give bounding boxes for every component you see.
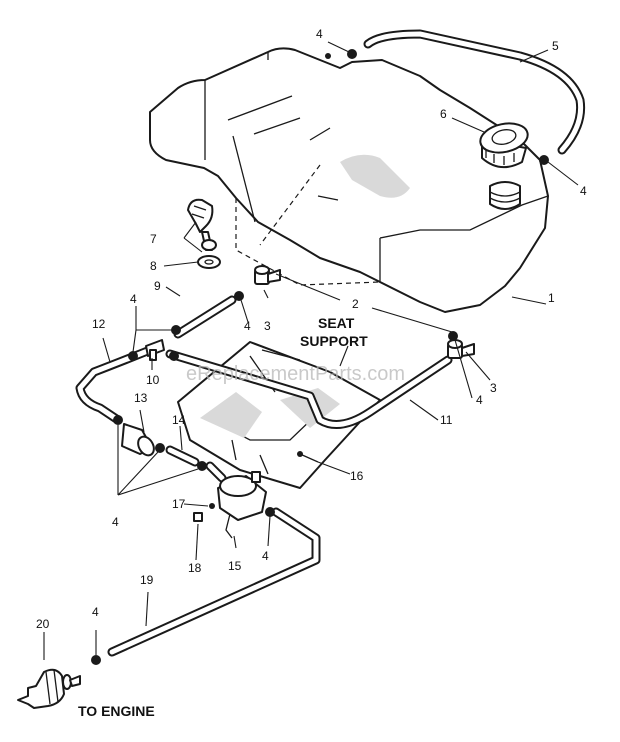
elbow-fitting-right	[447, 339, 475, 359]
fuel-pump	[217, 471, 267, 539]
callout-4-pump-outlet: 4	[262, 549, 269, 563]
callout-4-engine-line: 4	[92, 605, 99, 619]
watermark: eReplacementParts.com	[186, 363, 405, 385]
callout-5: 5	[552, 39, 559, 53]
callout-4-filter-group: 4	[112, 515, 119, 529]
callout-11: 11	[440, 413, 453, 427]
callout-19: 19	[140, 573, 154, 587]
callout-17: 17	[172, 497, 186, 511]
callout-1: 1	[548, 291, 555, 305]
leader-lines	[43, 41, 579, 660]
callout-14: 14	[172, 413, 186, 427]
callout-12: 12	[92, 317, 106, 331]
inline-filter	[17, 668, 81, 709]
callout-18: 18	[188, 561, 202, 575]
callout-4-vent-right: 4	[580, 184, 587, 198]
fuel-cap	[479, 122, 529, 169]
callout-7: 7	[150, 232, 157, 246]
callout-4-hose-9: 4	[244, 319, 251, 333]
seat-support-label-line2: SUPPORT	[300, 333, 368, 349]
screw	[209, 503, 215, 509]
vent-hose	[363, 29, 586, 155]
nut	[193, 512, 203, 522]
callout-16: 16	[350, 469, 364, 483]
fuel-filter-13	[121, 423, 155, 457]
to-engine-label: TO ENGINE	[78, 703, 155, 719]
callout-numbers: 1 2 3 3 4 4 4 4 4 4 4 4 5 6 7 8 9 10 11 …	[36, 27, 587, 631]
callout-9: 9	[154, 279, 161, 293]
callout-13: 13	[134, 391, 148, 405]
callout-20: 20	[36, 617, 50, 631]
seat-support-label-line1: SEAT	[318, 315, 355, 331]
tee-fitting	[145, 339, 165, 361]
callout-2: 2	[352, 297, 359, 311]
callout-3-right: 3	[490, 381, 497, 395]
seat-support	[177, 341, 381, 489]
pump-bolt	[297, 451, 319, 463]
callout-6: 6	[440, 107, 447, 121]
fuel-gauge-sender	[187, 198, 221, 269]
callout-10: 10	[146, 373, 160, 387]
hose-clamps	[91, 49, 549, 665]
callout-3-left: 3	[264, 319, 271, 333]
callout-4-vent-top: 4	[316, 27, 323, 41]
elbow-fitting-left	[254, 265, 281, 285]
fuel-tank	[149, 47, 549, 313]
callout-15: 15	[228, 559, 242, 573]
callout-8: 8	[150, 259, 157, 273]
callout-4-tee: 4	[130, 292, 137, 306]
callout-4-right-elbow: 4	[476, 393, 483, 407]
